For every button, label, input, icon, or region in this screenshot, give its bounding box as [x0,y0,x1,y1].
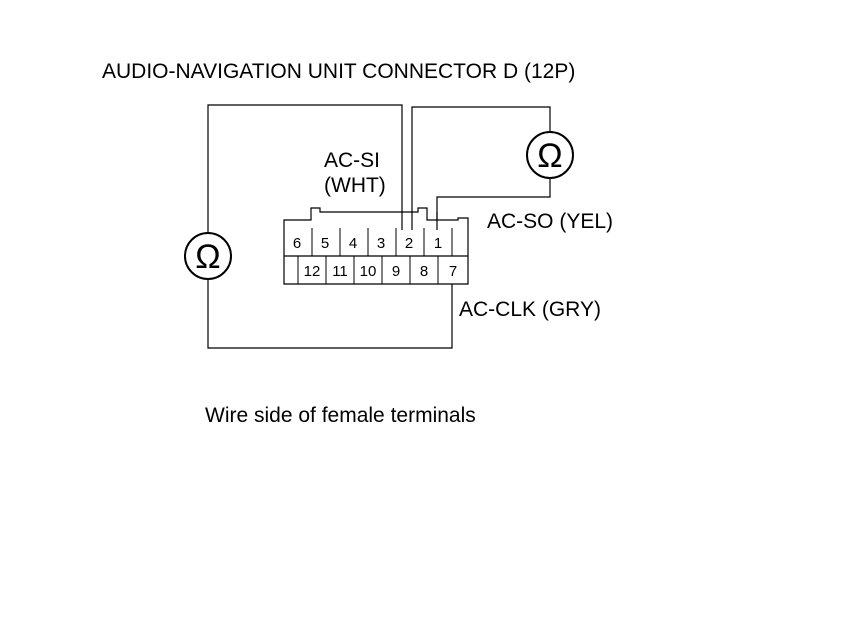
ohm-symbol-left: Ω [195,238,220,276]
wire-right-upper [411,106,551,230]
ohmmeter-left-icon: Ω [184,232,232,280]
wire-left-upper [207,104,403,233]
wire-left-lower [207,279,453,349]
label-ac-si: AC-SI [324,149,380,172]
label-ac-clk: AC-CLK (GRY) [459,298,601,321]
connector-body [283,207,469,285]
label-ac-si-color: (WHT) [324,174,386,197]
ohm-symbol-right: Ω [537,137,562,175]
pin-6: 6 [293,235,301,252]
pin-2: 2 [405,235,413,252]
diagram-caption: Wire side of female terminals [205,404,476,427]
connector-title: AUDIO-NAVIGATION UNIT CONNECTOR D (12P) [102,60,575,83]
pin-12: 12 [304,263,321,280]
pin-11: 11 [332,263,348,280]
label-ac-so: AC-SO (YEL) [487,210,613,233]
ohmmeter-right-icon: Ω [526,131,574,179]
pin-8: 8 [420,263,428,280]
pin-7: 7 [449,263,457,280]
pin-4: 4 [349,235,357,252]
connector-shell [283,207,469,285]
pin-10: 10 [360,263,377,280]
pin-3: 3 [377,235,385,252]
pin-9: 9 [392,263,400,280]
pin-5: 5 [321,235,329,252]
pin-1: 1 [434,235,442,252]
